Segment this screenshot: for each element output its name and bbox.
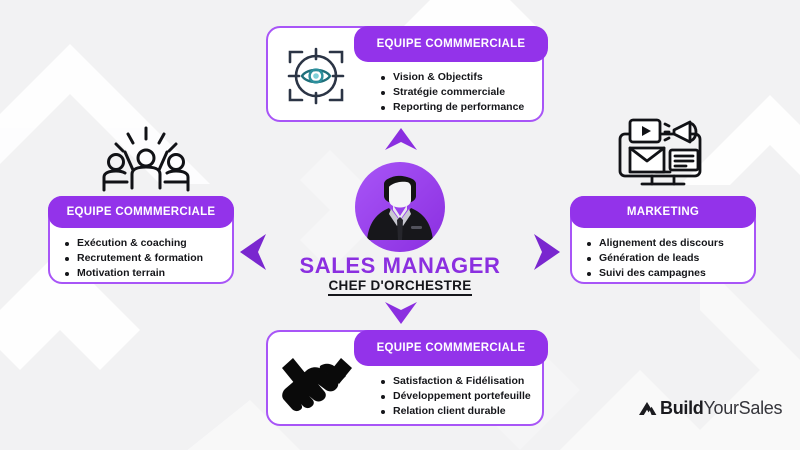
list-item: Vision & Objectifs bbox=[380, 70, 524, 85]
card-bottom-bullets: Satisfaction & Fidélisation Développemen… bbox=[380, 374, 531, 419]
arrow-right-icon bbox=[532, 232, 562, 272]
card-left-field-team[interactable]: EQUIPE COMMMERCIALE Exécution & coaching… bbox=[48, 196, 234, 284]
brand-logo-light: YourSales bbox=[703, 398, 783, 418]
list-item: Suivi des campagnes bbox=[586, 266, 724, 281]
list-item: Motivation terrain bbox=[64, 266, 203, 281]
card-left-bullets: Exécution & coaching Recrutement & forma… bbox=[64, 236, 203, 281]
card-left-header: EQUIPE COMMMERCIALE bbox=[48, 196, 234, 228]
card-top-sales-team[interactable]: EQUIPE COMMMERCIALE Vision & Objectifs S… bbox=[266, 26, 548, 122]
page-subtitle-text: CHEF D'ORCHESTRE bbox=[328, 278, 472, 296]
card-top-header: EQUIPE COMMMERCIALE bbox=[354, 26, 548, 62]
card-bottom-customer-relations[interactable]: EQUIPE COMMMERCIALE Satisfaction & Fidél… bbox=[266, 330, 548, 426]
page-title: SALES MANAGER bbox=[299, 253, 501, 278]
brand-logo-text: BuildYourSales bbox=[660, 398, 783, 419]
handshake-icon bbox=[276, 346, 358, 414]
list-item: Recrutement & formation bbox=[64, 251, 203, 266]
card-bottom-header: EQUIPE COMMMERCIALE bbox=[354, 330, 548, 366]
card-right-bullets: Alignement des discours Génération de le… bbox=[586, 236, 724, 281]
list-item: Reporting de performance bbox=[380, 100, 524, 115]
list-item: Développement portefeuille bbox=[380, 389, 531, 404]
list-item: Satisfaction & Fidélisation bbox=[380, 374, 531, 389]
list-item: Génération de leads bbox=[586, 251, 724, 266]
brand-logo-bold: Build bbox=[660, 398, 704, 418]
list-item: Relation client durable bbox=[380, 404, 531, 419]
page-subtitle: CHEF D'ORCHESTRE bbox=[0, 278, 800, 296]
arrow-down-icon bbox=[384, 300, 418, 326]
businessman-avatar-icon bbox=[353, 160, 447, 254]
card-right-header: MARKETING bbox=[570, 196, 756, 228]
marketing-monitor-megaphone-icon bbox=[608, 112, 718, 192]
chevron-logo-mark-icon bbox=[639, 402, 657, 415]
list-item: Alignement des discours bbox=[586, 236, 724, 251]
list-item: Stratégie commerciale bbox=[380, 85, 524, 100]
card-right-marketing[interactable]: MARKETING Alignement des discours Généra… bbox=[570, 196, 756, 284]
card-top-bullets: Vision & Objectifs Stratégie commerciale… bbox=[380, 70, 524, 115]
target-eye-icon bbox=[278, 38, 354, 114]
list-item: Exécution & coaching bbox=[64, 236, 203, 251]
arrow-left-icon bbox=[238, 232, 268, 272]
team-celebration-icon bbox=[92, 126, 200, 194]
brand-logo[interactable]: BuildYourSales bbox=[638, 398, 783, 419]
arrow-up-icon bbox=[384, 126, 418, 152]
